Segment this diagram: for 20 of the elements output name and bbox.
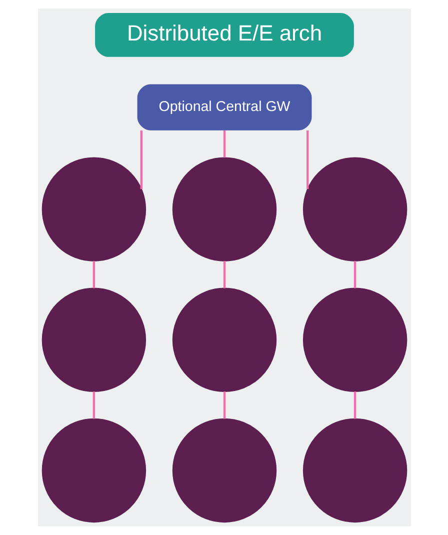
connector (92, 260, 95, 288)
connector (353, 260, 356, 288)
node-box: Optional Central GW (136, 84, 312, 130)
node-box: Distributed E/E arch (94, 12, 354, 57)
connector (140, 130, 142, 190)
connector (92, 392, 95, 419)
node-circle (41, 288, 146, 392)
node-circle (302, 288, 407, 392)
node-circle (172, 288, 276, 392)
node-circle (41, 418, 146, 523)
connector (306, 130, 308, 190)
node-circle (302, 157, 407, 262)
connector (222, 260, 226, 288)
node-circle (172, 157, 276, 262)
node-circle (172, 418, 276, 523)
connector (222, 392, 226, 419)
node-circle (41, 157, 146, 262)
connector (222, 130, 226, 158)
connector (353, 392, 356, 419)
node-circle (302, 418, 407, 523)
